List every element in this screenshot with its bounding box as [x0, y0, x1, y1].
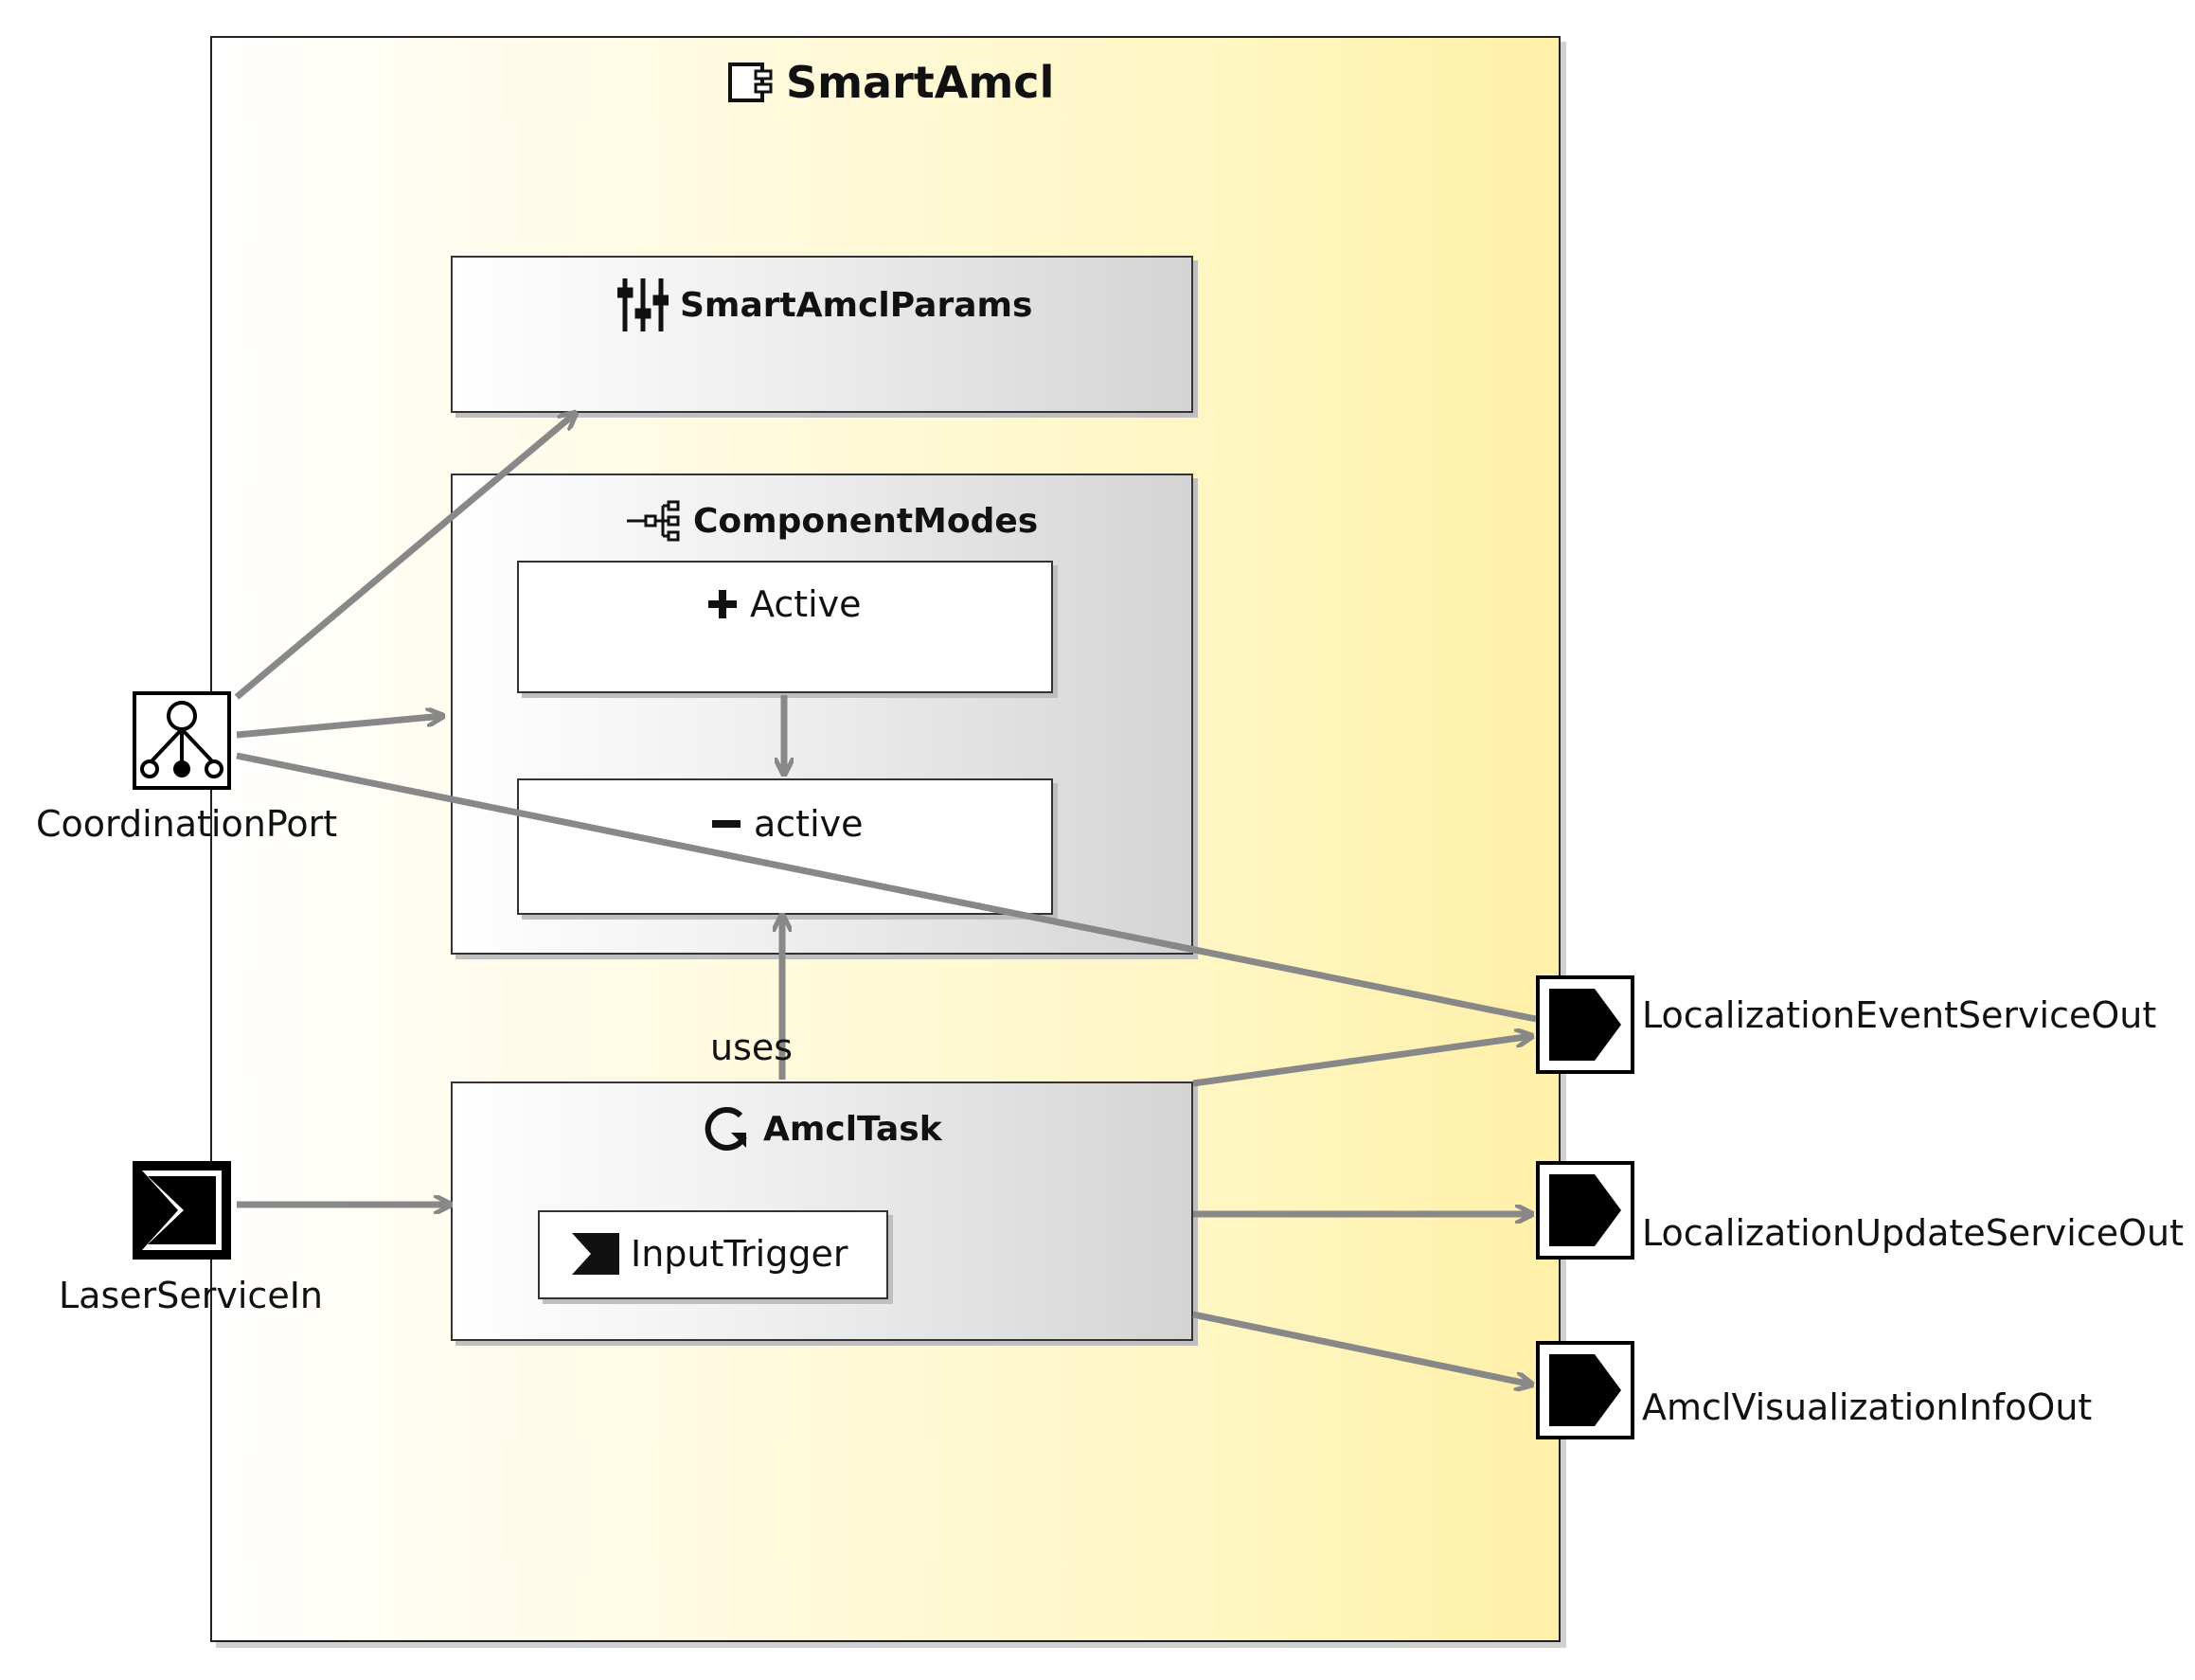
localization-update-service-out-port[interactable] [1536, 1161, 1634, 1260]
coordination-port[interactable] [133, 691, 231, 790]
edge-coordination-to-event-out [236, 752, 1537, 1023]
input-port-icon [572, 1233, 619, 1275]
laser-service-in-port[interactable] [133, 1161, 231, 1260]
minus-icon [712, 820, 741, 828]
mode-state-inactive-label: active [710, 803, 864, 845]
input-trigger-label: InputTrigger [572, 1233, 848, 1275]
component-icon [728, 63, 773, 102]
mode-state-inactive[interactable] [517, 778, 1053, 915]
amcl-visualization-info-out-label: AmclVisualizationInfoOut [1642, 1386, 2093, 1428]
parameters-sliders-icon [617, 278, 669, 331]
edge-task-to-visualization-out[interactable] [1192, 1311, 1532, 1385]
output-port-icon [1549, 1174, 1621, 1246]
coordination-port-icon [140, 701, 223, 778]
modes-title-text: ComponentModes [693, 501, 1039, 541]
edge-label-uses: uses [710, 1027, 794, 1068]
input-trigger-text: InputTrigger [631, 1233, 848, 1275]
cycle-icon [705, 1107, 747, 1151]
output-port-icon [1549, 1354, 1621, 1426]
edge-task-to-event-out[interactable] [1192, 1036, 1532, 1087]
params-title-text: SmartAmclParams [680, 285, 1033, 325]
task-title: AmclTask [703, 1104, 942, 1153]
localization-update-service-out-label: LocalizationUpdateServiceOut [1642, 1212, 2185, 1254]
amcl-visualization-info-out-port[interactable] [1536, 1341, 1634, 1439]
plus-icon [708, 590, 737, 618]
edge-coordination-to-modes[interactable] [236, 716, 443, 739]
component-title-text: SmartAmcl [786, 57, 1055, 108]
mode-tree-icon [627, 500, 680, 542]
coordination-port-label: CoordinationPort [36, 803, 338, 845]
modes-title: ComponentModes [625, 500, 1038, 542]
localization-event-service-out-label: LocalizationEventServiceOut [1642, 994, 2157, 1036]
edge-coordination-to-params[interactable] [234, 413, 576, 700]
component-title: SmartAmcl [727, 57, 1054, 108]
localization-event-service-out-port[interactable] [1536, 975, 1634, 1074]
params-title: SmartAmclParams [617, 277, 1032, 333]
mode-state-active-text: Active [750, 583, 862, 625]
output-port-icon [1549, 989, 1621, 1061]
mode-state-active[interactable] [517, 561, 1053, 693]
mode-state-active-label: Active [706, 583, 862, 625]
laser-service-in-label: LaserServiceIn [59, 1275, 323, 1316]
mode-state-inactive-text: active [754, 803, 864, 845]
params-box[interactable] [451, 256, 1193, 413]
input-port-icon [142, 1171, 222, 1250]
task-title-text: AmclTask [763, 1109, 942, 1149]
